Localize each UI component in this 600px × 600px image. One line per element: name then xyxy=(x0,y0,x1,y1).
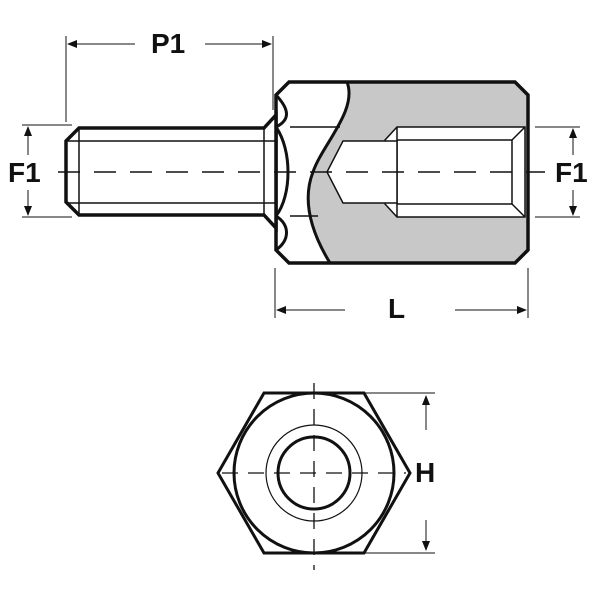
label-f1-right: F1 xyxy=(555,157,588,188)
label-p1: P1 xyxy=(151,28,186,59)
label-f1-left: F1 xyxy=(8,157,41,188)
end-view xyxy=(216,383,412,570)
label-h: H xyxy=(415,457,436,488)
label-l: L xyxy=(388,293,406,324)
